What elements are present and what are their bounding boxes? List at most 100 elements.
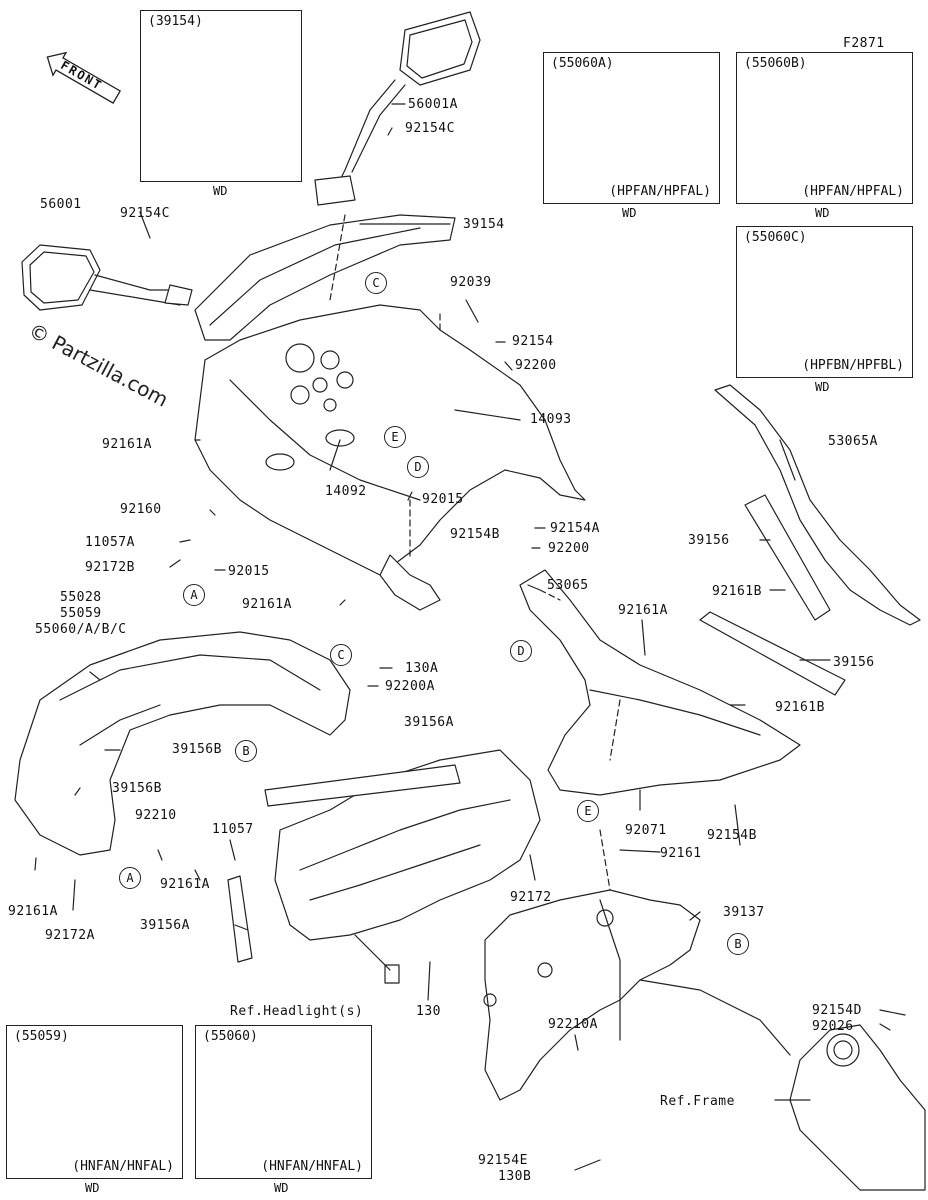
part-label: 92200 <box>548 541 590 556</box>
diagram-id: F2871 <box>843 36 885 51</box>
detail-box-55059: (55059) (HNFAN/HNFAL) <box>6 1025 183 1179</box>
part-label: 92161B <box>712 584 762 599</box>
part-label: 39156A <box>140 918 190 933</box>
box-code: (55060B) <box>744 56 807 71</box>
circle-marker-c: C <box>365 272 387 294</box>
foam-39156-a <box>744 494 831 621</box>
detail-box-55060B: (55060B) (HPFAN/HPFAL) <box>736 52 913 204</box>
part-label: 92161A <box>160 877 210 892</box>
part-label: 92160 <box>120 502 162 517</box>
circle-marker-e: E <box>384 426 406 448</box>
part-label: 39154 <box>463 217 505 232</box>
part-label: 92154B <box>707 828 757 843</box>
part-label: 11057A <box>85 535 135 550</box>
part-label: 92172 <box>510 890 552 905</box>
part-label: 92200A <box>385 679 435 694</box>
circle-marker-a: A <box>183 584 205 606</box>
part-label: 92210A <box>548 1017 598 1032</box>
part-label: 92200 <box>515 358 557 373</box>
box-note: WD <box>622 206 637 220</box>
part-label: 92154B <box>450 527 500 542</box>
box-variant: (HPFAN/HPFAL) <box>609 184 711 199</box>
part-label: 92154E <box>478 1153 528 1168</box>
part-label: 92161A <box>242 597 292 612</box>
part-label: 92039 <box>450 275 492 290</box>
circle-marker-b: B <box>727 933 749 955</box>
box-variant: (HNFAN/HNFAL) <box>261 1159 363 1174</box>
part-label: 56001 <box>40 197 82 212</box>
detail-box-55060A: (55060A) (HPFAN/HPFAL) <box>543 52 720 204</box>
part-label: 92161 <box>660 846 702 861</box>
foam-39156A-b <box>227 875 253 963</box>
ref-frame <box>789 1024 926 1191</box>
part-label: 130B <box>498 1169 532 1184</box>
part-label: 14093 <box>530 412 572 427</box>
part-label: 92015 <box>228 564 270 579</box>
part-label: 39137 <box>723 905 765 920</box>
part-label: 39156B <box>172 742 222 757</box>
part-label: 92172A <box>45 928 95 943</box>
box-code: (55059) <box>14 1029 69 1044</box>
part-label: 92161A <box>8 904 58 919</box>
part-label: 55059 <box>60 606 102 621</box>
part-label: 92015 <box>422 492 464 507</box>
part-label: 39156A <box>404 715 454 730</box>
part-label: 53065 <box>547 578 589 593</box>
circle-marker-d: D <box>407 456 429 478</box>
part-label: 92210 <box>135 808 177 823</box>
headlight <box>274 749 541 941</box>
box-variant: (HNFAN/HNFAL) <box>72 1159 174 1174</box>
circle-marker-c: C <box>330 644 352 666</box>
box-code: (55060C) <box>744 230 807 245</box>
front-frame <box>484 889 701 1101</box>
box-variant: (HPFAN/HPFAL) <box>802 184 904 199</box>
ref-headlight-label: Ref.Headlight(s) <box>230 1004 364 1019</box>
box-variant: (HPFBN/HPFBL) <box>802 358 904 373</box>
circle-marker-e: E <box>577 800 599 822</box>
part-label: 92154A <box>550 521 600 536</box>
circle-marker-d: D <box>510 640 532 662</box>
bracket-53065A <box>714 384 921 626</box>
part-label: 92172B <box>85 560 135 575</box>
part-label: 39156B <box>112 781 162 796</box>
ref-frame-label: Ref.Frame <box>660 1094 735 1109</box>
part-label: 39156 <box>833 655 875 670</box>
part-label: 39156 <box>688 533 730 548</box>
part-label: 92154D <box>812 1003 862 1018</box>
part-label: 56001A <box>408 97 458 112</box>
part-label: 92154C <box>120 206 170 221</box>
part-label: 92154C <box>405 121 455 136</box>
box-note: WD <box>213 184 228 198</box>
part-label: 53065A <box>828 434 878 449</box>
detail-box-55060: (55060) (HNFAN/HNFAL) <box>195 1025 372 1179</box>
part-label: 55060/A/B/C <box>35 622 127 637</box>
mirror-left <box>21 244 193 311</box>
mirror-right <box>314 11 481 206</box>
detail-box-55060C: (55060C) (HPFBN/HPFBL) <box>736 226 913 378</box>
box-note: WD <box>815 206 830 220</box>
part-label: 92071 <box>625 823 667 838</box>
windshield <box>194 214 456 341</box>
box-note: WD <box>274 1181 289 1195</box>
detail-box-39154: (39154) <box>140 10 302 182</box>
front-arrow: FRONT <box>38 43 126 111</box>
side-panel <box>519 569 801 796</box>
circle-marker-a: A <box>119 867 141 889</box>
box-code: (39154) <box>148 14 203 29</box>
part-label: 92154 <box>512 334 554 349</box>
part-label: 92161A <box>102 437 152 452</box>
upper-fairing <box>14 631 351 856</box>
part-label: 130 <box>416 1004 441 1019</box>
part-label: 11057 <box>212 822 254 837</box>
foam-39156-b <box>699 611 846 696</box>
foam-39156A-a <box>264 764 461 807</box>
box-code: (55060A) <box>551 56 614 71</box>
part-label: 92161B <box>775 700 825 715</box>
circle-marker-b: B <box>235 740 257 762</box>
box-note: WD <box>85 1181 100 1195</box>
part-label: 92026 <box>812 1019 854 1034</box>
part-label: 92161A <box>618 603 668 618</box>
box-code: (55060) <box>203 1029 258 1044</box>
box-note: WD <box>815 380 830 394</box>
part-label: 14092 <box>325 484 367 499</box>
